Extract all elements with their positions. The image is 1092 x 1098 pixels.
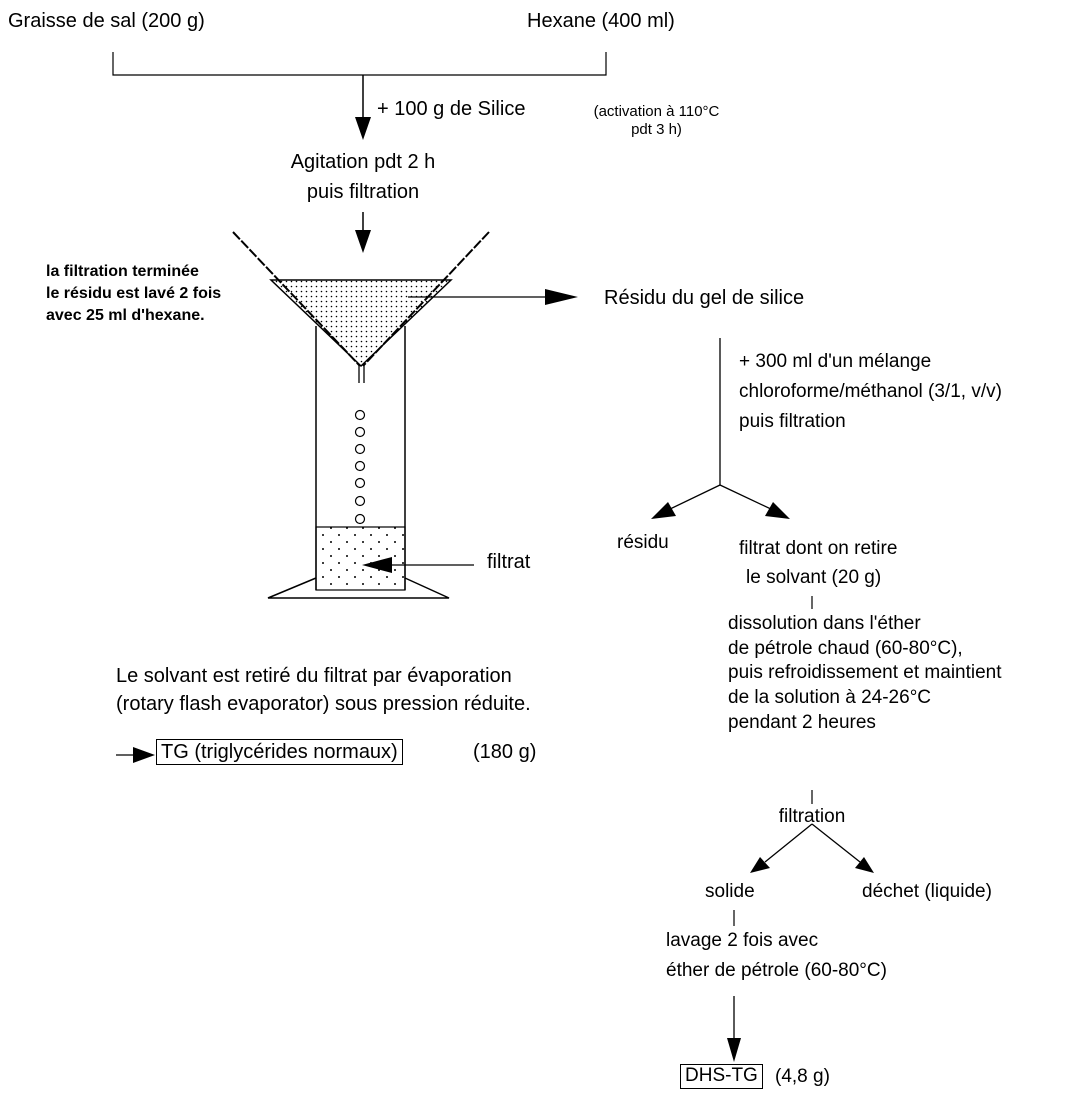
tg-pointer-arrow	[133, 747, 155, 763]
arrow-to-agitation	[355, 117, 371, 140]
dhs-product-mass: (4,8 g)	[775, 1066, 830, 1087]
tg-product-mass: (180 g)	[473, 741, 537, 763]
wash-line-1: lavage 2 fois avec	[666, 930, 819, 951]
evaporation-line-1: Le solvant est retiré du filtrat par éva…	[116, 665, 512, 687]
residu-label: résidu	[617, 532, 669, 553]
dhs-product-box: DHS-TG	[680, 1064, 763, 1089]
residue-title: Résidu du gel de silice	[604, 287, 805, 309]
arrow-to-dhs	[727, 1038, 741, 1062]
arrow-to-filtrat	[765, 502, 790, 519]
solvent-line-2: chloroforme/méthanol (3/1, v/v)	[739, 381, 1002, 402]
filtrate-line-1: filtrat dont on retire	[739, 538, 898, 559]
arrow-to-waste	[855, 857, 874, 873]
branch-right-line	[719, 484, 774, 511]
silica-residue	[269, 279, 453, 368]
activation-note-2: pdt 3 h)	[631, 121, 682, 138]
residue-pointer-arrow	[545, 289, 578, 305]
inputs-bracket	[112, 52, 607, 76]
input-hexane: Hexane (400 ml)	[527, 10, 675, 32]
agitation-line-1: Agitation pdt 2 h	[290, 151, 436, 173]
filtration-label: filtration	[778, 806, 846, 827]
agitation-line-2: puis filtration	[306, 181, 420, 203]
activation-note-1: (activation à 110°C	[593, 103, 720, 120]
silica-addition: + 100 g de Silice	[377, 98, 526, 120]
filtrate-line-2: le solvant (20 g)	[746, 567, 882, 588]
wash-line-2: éther de pétrole (60-80°C)	[666, 960, 887, 981]
flask-base	[267, 577, 450, 599]
tg-product-box: TG (triglycérides normaux)	[156, 739, 403, 765]
evaporation-line-2: (rotary flash evaporator) sous pression …	[116, 693, 531, 715]
filtrate-drops	[354, 409, 366, 525]
wash-note-2: le résidu est lavé 2 fois	[46, 285, 222, 302]
solid-label: solide	[705, 881, 755, 902]
waste-label: déchet (liquide)	[862, 881, 992, 902]
branch-left-line	[667, 484, 721, 511]
branch-waste-line	[811, 823, 861, 863]
filtrate-label: filtrat	[487, 551, 531, 573]
branch-solid-line	[764, 823, 813, 863]
input-fat: Graisse de sal (200 g)	[8, 10, 205, 32]
filtrate-pointer-arrow	[362, 557, 392, 573]
arrow-to-residu	[651, 502, 676, 519]
wash-note-1: la filtration terminée	[46, 263, 199, 280]
dissolution-text: dissolution dans l'éther de pétrole chau…	[728, 613, 1002, 733]
arrow-to-solid	[750, 857, 770, 873]
arrow-to-funnel	[355, 230, 371, 253]
wash-note-3: avec 25 ml d'hexane.	[46, 307, 205, 324]
solvent-line-3: puis filtration	[739, 411, 846, 432]
solvent-line-1: + 300 ml d'un mélange	[739, 351, 932, 372]
